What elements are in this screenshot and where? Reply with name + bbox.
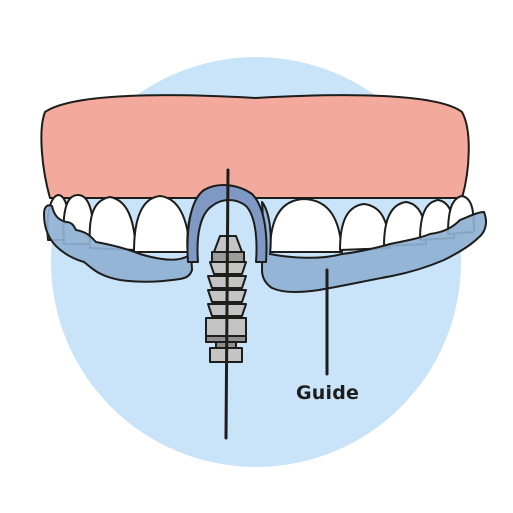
tooth-left-premolar [88,196,137,251]
drill-axis-line [224,168,230,440]
surgical-guide [43,184,487,294]
guide-label: Guide [296,382,360,404]
guide-right-section [261,201,487,294]
gum-shape [40,94,470,199]
tooth-center-right [269,198,343,253]
guide-sleeve-arch [186,184,268,263]
